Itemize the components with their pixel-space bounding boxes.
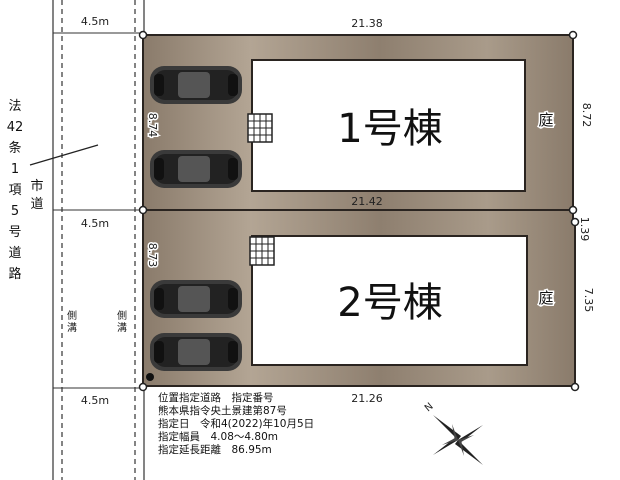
svg-text:路: 路 xyxy=(8,266,21,282)
lot-1 xyxy=(142,34,574,211)
dimension-label: 8.72 xyxy=(580,103,593,128)
svg-text:側: 側 xyxy=(67,309,77,322)
city-road-label: 市 道 xyxy=(30,178,43,212)
dimension-label: 8.73 xyxy=(146,243,159,268)
gutter-label-right: 側 溝 xyxy=(117,309,127,334)
dimension-label: 21.26 xyxy=(351,392,383,405)
lot-2 xyxy=(142,209,576,387)
svg-text:42: 42 xyxy=(7,120,24,135)
svg-text:市: 市 xyxy=(30,178,43,194)
garden-label: 庭 xyxy=(538,111,553,129)
building-2 xyxy=(251,235,528,366)
building-2-label: 2号棟 xyxy=(337,280,442,326)
car-icon xyxy=(150,333,242,371)
meter-icon xyxy=(249,236,275,266)
svg-text:道: 道 xyxy=(8,246,21,261)
dimension-label: 8.74 xyxy=(146,113,159,138)
building-1-label: 1号棟 xyxy=(337,106,442,152)
dimension-label: 21.38 xyxy=(351,17,383,30)
svg-text:指定延長距離 86.95m: 指定延長距離 86.95m xyxy=(158,443,272,456)
svg-text:号: 号 xyxy=(8,225,21,240)
svg-text:溝: 溝 xyxy=(117,321,127,334)
svg-text:条: 条 xyxy=(8,140,21,156)
compass-icon: N xyxy=(423,401,483,465)
svg-text:1: 1 xyxy=(11,162,19,177)
dimension-label: 1.39 xyxy=(578,217,591,242)
dimension-label: 21.42 xyxy=(351,195,383,208)
svg-text:熊本県指令央土景建第87号: 熊本県指令央土景建第87号 xyxy=(158,404,287,417)
car-icon xyxy=(150,280,242,318)
svg-text:5: 5 xyxy=(11,204,19,219)
svg-text:道: 道 xyxy=(30,197,43,212)
car-icon xyxy=(150,150,242,188)
road-width-label: 4.5m xyxy=(81,394,109,407)
svg-text:側: 側 xyxy=(117,309,127,322)
svg-text:指定幅員 4.08～4.80m: 指定幅員 4.08～4.80m xyxy=(158,430,278,443)
north-label: N xyxy=(423,401,436,414)
building-1 xyxy=(251,59,526,192)
road-width-label: 4.5m xyxy=(81,217,109,230)
svg-text:項: 項 xyxy=(8,183,21,198)
svg-text:溝: 溝 xyxy=(67,321,77,334)
car-icon xyxy=(150,66,242,104)
corner-markers xyxy=(138,30,580,392)
road-designation-notes: 位置指定道路 指定番号 熊本県指令央土景建第87号 指定日 令和4(2022)年… xyxy=(158,391,314,456)
dimension-label: 7.35 xyxy=(582,288,595,313)
gutter-label-left: 側 溝 xyxy=(67,309,77,334)
road-legal-label: 法 42 条 1 項 5 号 道 路 xyxy=(7,99,24,282)
svg-text:位置指定道路 指定番号: 位置指定道路 指定番号 xyxy=(158,391,274,404)
meter-icon xyxy=(247,113,273,143)
road xyxy=(29,0,145,480)
svg-text:法: 法 xyxy=(8,99,21,114)
garden-label: 庭 xyxy=(538,289,553,307)
road-width-label: 4.5m xyxy=(81,15,109,28)
svg-text:指定日 令和4(2022)年10月5日: 指定日 令和4(2022)年10月5日 xyxy=(158,417,314,430)
